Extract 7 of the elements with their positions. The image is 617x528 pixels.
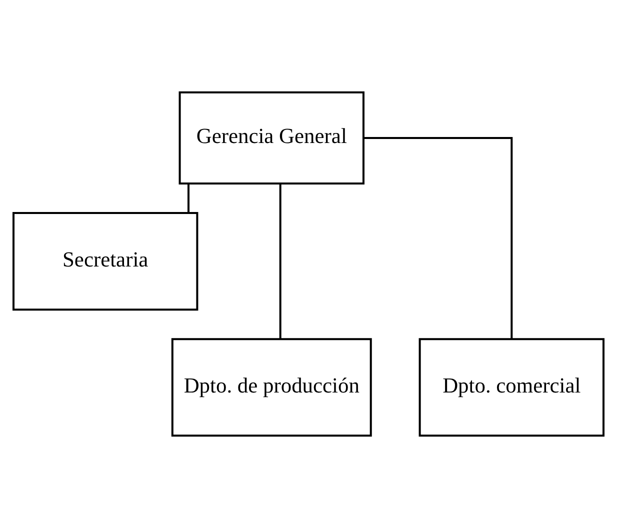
node-box: Dpto. comercial [418,338,604,437]
connector [187,184,190,213]
connector [364,136,513,339]
connector [279,184,282,339]
node-box: Dpto. de producción [171,338,372,437]
node-box: Gerencia General [178,91,364,185]
node-box: Secretaria [12,212,198,311]
